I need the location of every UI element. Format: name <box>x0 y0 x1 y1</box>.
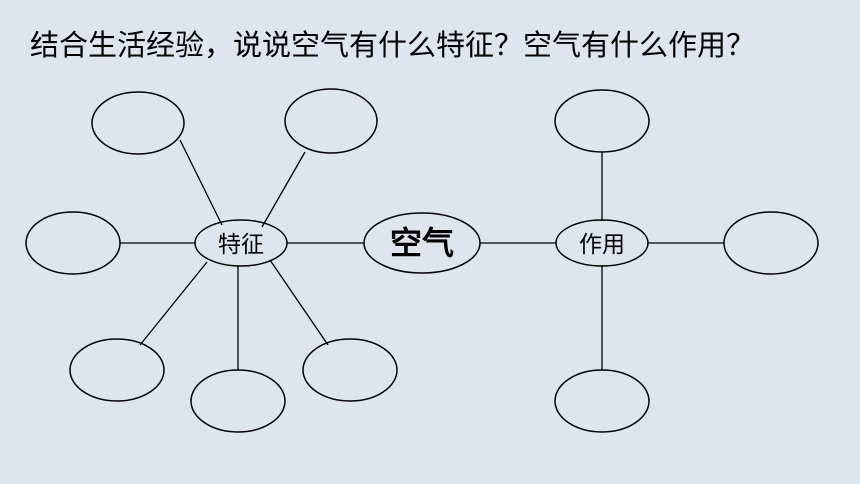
uses-node <box>555 219 649 267</box>
answer-oval <box>284 88 378 154</box>
features-label: 特征 <box>218 232 264 258</box>
connector <box>269 259 329 346</box>
connector <box>179 139 223 226</box>
answer-oval <box>554 369 650 433</box>
uses-label: 作用 <box>579 232 625 258</box>
features-node <box>194 219 288 267</box>
answer-oval <box>69 338 165 402</box>
answer-oval <box>723 211 819 275</box>
connector <box>139 261 208 346</box>
answer-oval <box>91 91 185 155</box>
answer-oval <box>190 369 286 433</box>
question-title: 结合生活经验，说说空气有什么特征？空气有什么作用？ <box>30 28 756 62</box>
answer-oval <box>302 338 398 402</box>
center-node <box>363 212 481 274</box>
answer-oval <box>554 89 650 153</box>
answer-oval <box>25 211 121 275</box>
center-label: 空气 <box>390 224 454 262</box>
connector <box>261 151 306 228</box>
